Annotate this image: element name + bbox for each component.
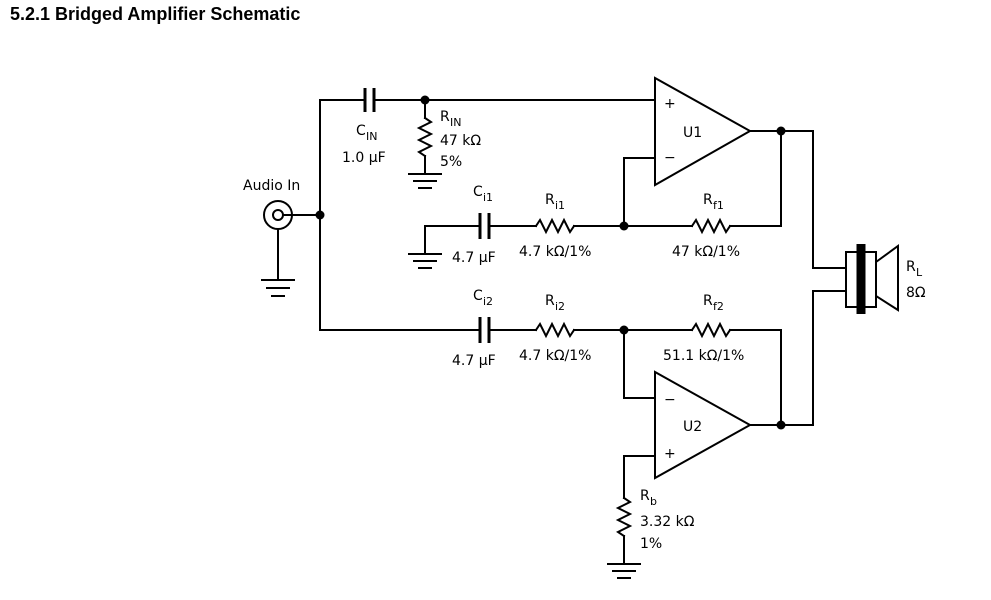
u1-plus-sign: + bbox=[664, 96, 676, 112]
ri2-designator: R bbox=[545, 293, 555, 309]
cin-designator: C bbox=[356, 123, 366, 139]
u1-minus-sign: − bbox=[664, 150, 676, 166]
speaker-rl bbox=[845, 244, 899, 314]
rf1-designator: R bbox=[703, 192, 713, 208]
capacitor-cin bbox=[363, 88, 376, 112]
rb-subscript: b bbox=[650, 495, 657, 508]
u2-label: U2 bbox=[683, 419, 702, 435]
rf1-subscript: f1 bbox=[713, 199, 724, 212]
rf1-value: 47 kΩ/1% bbox=[672, 244, 740, 260]
rl-designator: R bbox=[906, 259, 916, 275]
section-title: 5.2.1 Bridged Amplifier Schematic bbox=[10, 4, 301, 24]
ground-symbol-rin bbox=[408, 173, 442, 189]
opamp-u2 bbox=[654, 370, 753, 480]
ri2-value: 4.7 kΩ/1% bbox=[519, 348, 591, 364]
ground-symbol-rb bbox=[607, 563, 641, 579]
ground-symbol-ci1 bbox=[408, 225, 442, 269]
resistor-rf2 bbox=[690, 321, 732, 339]
ci1-designator: C bbox=[473, 184, 483, 200]
ci1-value: 4.7 µF bbox=[452, 250, 496, 266]
capacitor-ci1 bbox=[478, 213, 491, 239]
u2-plus-sign: + bbox=[664, 446, 676, 462]
rin-tolerance: 5% bbox=[440, 154, 462, 170]
ci2-designator: C bbox=[473, 288, 483, 304]
opamp-u1 bbox=[654, 76, 753, 187]
ri1-designator: R bbox=[545, 192, 555, 208]
u2-minus-sign: − bbox=[664, 392, 676, 408]
cin-value: 1.0 µF bbox=[342, 150, 386, 166]
resistor-ri1 bbox=[534, 217, 576, 235]
rb-tolerance: 1% bbox=[640, 536, 662, 552]
junction-u2-output bbox=[776, 420, 786, 430]
audio-in-jack bbox=[263, 200, 321, 279]
ri1-subscript: i1 bbox=[555, 199, 565, 212]
ci2-subscript: i2 bbox=[483, 295, 493, 308]
ci2-value: 4.7 µF bbox=[452, 353, 496, 369]
u1-label: U1 bbox=[683, 125, 702, 141]
junction-input bbox=[315, 210, 325, 220]
resistor-ri2 bbox=[534, 321, 576, 339]
capacitor-ci2 bbox=[478, 317, 491, 343]
resistor-rb bbox=[615, 455, 633, 563]
resistor-rin bbox=[416, 99, 434, 173]
rf2-value: 51.1 kΩ/1% bbox=[663, 348, 744, 364]
rb-designator: R bbox=[640, 488, 650, 504]
rl-value: 8Ω bbox=[906, 285, 926, 301]
rin-value: 47 kΩ bbox=[440, 133, 481, 149]
rb-value: 3.32 kΩ bbox=[640, 514, 695, 530]
rl-subscript: L bbox=[916, 266, 923, 279]
rf2-designator: R bbox=[703, 293, 713, 309]
cin-subscript: IN bbox=[366, 130, 377, 143]
ground-symbol-input bbox=[261, 279, 295, 297]
rin-designator: R bbox=[440, 109, 450, 125]
rf2-subscript: f2 bbox=[713, 300, 724, 313]
ri1-value: 4.7 kΩ/1% bbox=[519, 244, 591, 260]
audio-in-label: Audio In bbox=[243, 178, 300, 194]
resistor-rf1 bbox=[690, 217, 732, 235]
ci1-subscript: i1 bbox=[483, 191, 493, 204]
ri2-subscript: i2 bbox=[555, 300, 565, 313]
rin-subscript: IN bbox=[450, 116, 461, 129]
